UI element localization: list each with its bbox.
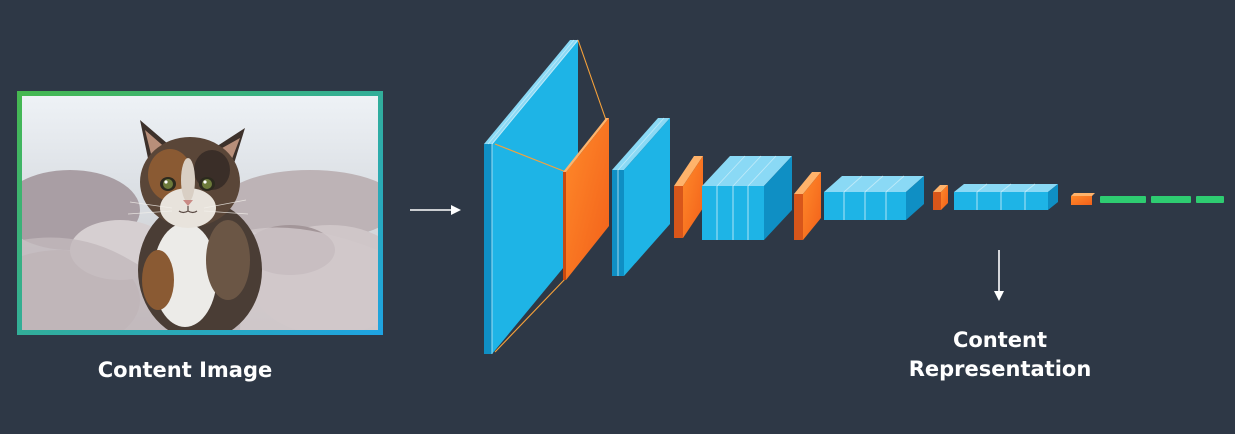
conv-layer-3: [702, 155, 792, 240]
conv-layer-1: [484, 39, 579, 354]
content-representation-label-line1: Content: [952, 328, 1048, 352]
pooling-layer-1: [563, 118, 609, 280]
pooling-layer-5: [1071, 193, 1095, 205]
pooling-layer-3: [794, 172, 821, 240]
content-representation-label: Content Representation: [880, 326, 1120, 384]
cnn-layers: [484, 39, 1224, 354]
content-representation-arrow: [994, 250, 1004, 301]
pooling-layer-2: [674, 156, 703, 238]
kitten-nose: [183, 200, 193, 206]
conv-layer-4: [824, 175, 924, 220]
kitten-photo: [22, 96, 378, 330]
content-image: [17, 91, 383, 335]
fc-layer-3: [1196, 196, 1224, 203]
input-arrow: [410, 205, 461, 215]
projection-lines: [494, 39, 607, 353]
pooling-layer-4: [933, 185, 948, 210]
content-image-label: Content Image: [97, 358, 273, 382]
fully-connected-layers: [1100, 196, 1224, 203]
conv-layer-2: [612, 117, 670, 276]
fc-layer-1: [1100, 196, 1146, 203]
conv-layer-5: [954, 183, 1058, 210]
content-representation-label-line2: Representation: [908, 357, 1092, 381]
fc-layer-2: [1151, 196, 1191, 203]
